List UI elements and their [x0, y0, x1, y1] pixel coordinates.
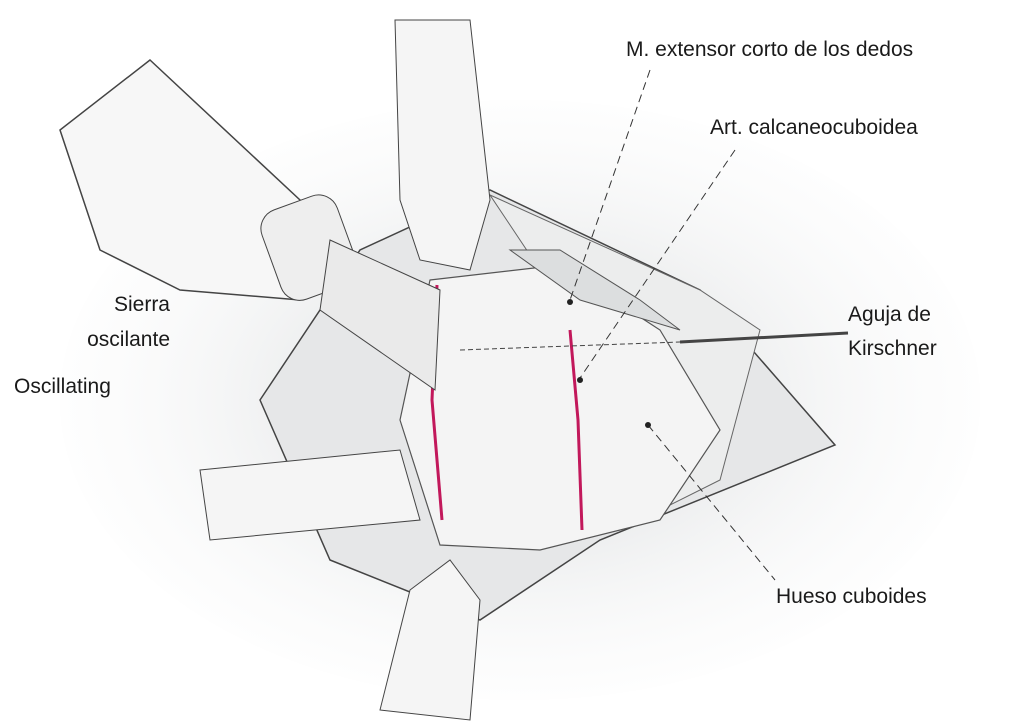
marker-articulation — [577, 377, 583, 383]
label-kwire-1: Aguja de — [848, 303, 931, 326]
retractor-left — [199, 449, 421, 541]
marker-cuboid — [645, 422, 651, 428]
leader-articulation — [579, 149, 736, 379]
label-kwire-2: Kirschner — [848, 337, 937, 360]
kirschner-wire-hidden — [459, 341, 681, 351]
leader-extensor — [569, 69, 651, 301]
retractor-top — [394, 19, 491, 271]
retractor-bottom — [379, 559, 481, 721]
label-extensor: M. extensor corto de los dedos — [626, 38, 914, 61]
label-saw-2: oscilante — [87, 328, 170, 351]
label-saw-1: Sierra — [113, 293, 170, 316]
kirschner-wire — [679, 331, 849, 344]
saw-blade — [319, 239, 441, 391]
leader-cuboid — [647, 424, 776, 581]
marker-extensor — [567, 299, 573, 305]
label-cuboid: Hueso cuboides — [776, 585, 927, 608]
extensor-muscle — [508, 249, 681, 331]
cut-line-joint — [568, 329, 584, 531]
label-saw-en: Oscillating — [14, 375, 111, 398]
label-articulation: Art. calcaneocuboidea — [710, 116, 918, 139]
